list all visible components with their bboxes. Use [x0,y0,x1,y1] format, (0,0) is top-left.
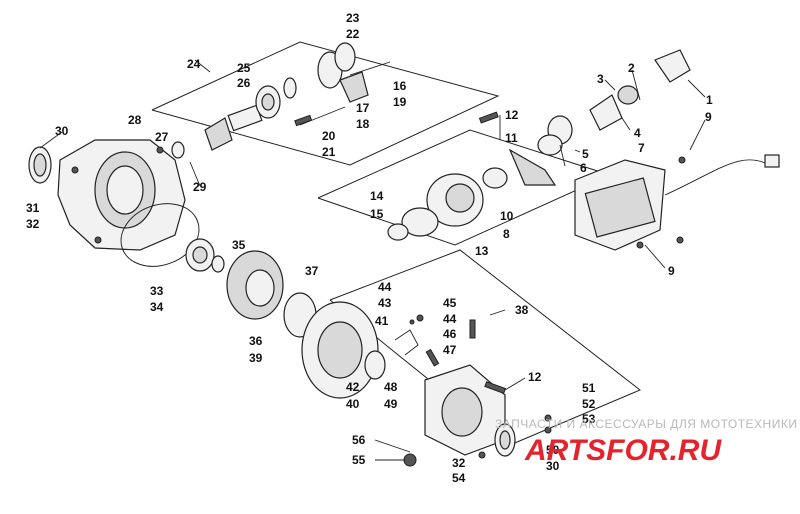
callout-22: 22 [346,27,360,41]
callout-49: 49 [384,397,398,411]
callout-34: 34 [150,300,164,314]
callout-37: 37 [305,264,319,278]
callout-32-left: 32 [26,217,40,231]
callout-54: 54 [452,471,466,485]
callout-1: 1 [706,93,713,107]
callout-9-top: 9 [705,110,712,124]
callout-52: 52 [582,397,596,411]
callout-13: 13 [475,244,489,258]
callout-24: 24 [187,57,201,71]
callout-6: 6 [580,161,587,175]
callout-50: 50 [546,443,560,457]
callout-11: 11 [505,131,518,145]
callout-9-bottom: 9 [668,264,675,278]
callout-46: 46 [443,327,457,341]
callout-5: 5 [582,147,589,161]
callout-44-left: 44 [378,280,392,294]
callout-44-right: 44 [443,312,457,326]
callout-16: 16 [393,79,407,93]
differential-cover [301,301,386,399]
callout-21: 21 [322,145,336,159]
group-frame-24 [151,41,500,166]
output-housing [403,319,552,467]
callout-32-bottom: 32 [452,456,466,470]
callout-31: 31 [26,201,40,215]
callout-26: 26 [237,76,251,90]
actuator-motor [574,154,780,251]
oil-seal-left [28,146,52,184]
callout-3: 3 [597,72,604,86]
callout-10: 10 [500,209,514,223]
pinion-gear [171,77,297,159]
callout-53: 53 [582,412,596,426]
callout-25: 25 [237,61,251,75]
callout-4: 4 [634,126,641,140]
callout-45: 45 [443,296,457,310]
coupler-assembly [547,49,691,145]
watermark: ЗАПЧАСТИ И АКСЕССУАРЫ ДЛЯ МОТОТЕХНИКИ AR… [495,417,797,467]
shift-fork-assembly [294,42,391,127]
callout-43: 43 [378,296,392,310]
callout-labels: 1 2 3 4 5 6 7 8 9 9 10 11 12 12 13 14 15… [26,11,713,485]
callout-19: 19 [393,95,407,109]
callout-36: 36 [249,334,263,348]
callout-8: 8 [503,227,510,241]
callout-47: 47 [443,343,457,357]
callout-12-top: 12 [505,108,519,122]
callout-35: 35 [232,238,246,252]
callout-28: 28 [128,113,142,127]
callout-33: 33 [150,284,164,298]
watermark-caption: ЗАПЧАСТИ И АКСЕССУАРЫ ДЛЯ МОТОТЕХНИКИ [495,417,797,431]
callout-27: 27 [155,130,169,144]
gear-housing [57,139,186,251]
callout-40: 40 [346,397,360,411]
callout-17: 17 [356,101,370,115]
callout-23: 23 [346,11,360,25]
callout-55: 55 [352,453,366,467]
callout-29: 29 [193,180,207,194]
ring-gear [226,250,317,338]
callout-14: 14 [370,189,384,203]
callout-20: 20 [322,129,336,143]
callout-51: 51 [582,381,596,395]
callout-30-top: 30 [55,124,69,138]
callout-7: 7 [638,141,645,155]
callout-30-bottom: 30 [546,459,560,473]
callout-2: 2 [628,61,635,75]
watermark-brand: ARTSFOR.RU [524,434,722,467]
bearing-33 [185,238,225,273]
callout-15: 15 [370,207,384,221]
callout-41: 41 [375,314,389,328]
callout-18: 18 [356,117,370,131]
callout-48: 48 [384,380,398,394]
callout-42: 42 [346,380,360,394]
bearing-housing-13 [387,111,563,241]
callout-39: 39 [249,351,263,365]
shift-linkage-small [394,314,440,367]
callout-12-bottom: 12 [528,370,542,384]
callout-38: 38 [515,303,529,317]
callout-leaders [39,59,706,461]
o-ring-large [120,203,200,267]
callout-56: 56 [352,433,366,447]
